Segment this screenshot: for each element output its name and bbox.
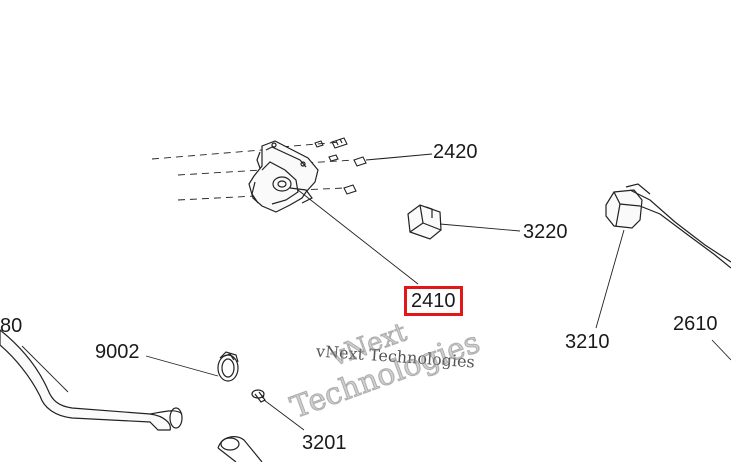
callout-2610: 2610 <box>673 313 718 335</box>
callout-9002: 9002 <box>95 341 140 363</box>
callout-2410-highlighted[interactable]: 2410 <box>404 286 463 316</box>
screw-3201 <box>251 389 266 403</box>
callout-3201: 3201 <box>302 432 347 454</box>
callout-3210: 3210 <box>565 331 610 353</box>
callout-edge-80: 80 <box>0 315 23 337</box>
callout-2420: 2420 <box>433 141 478 163</box>
lever-3210 <box>605 183 731 269</box>
pipe-lower <box>217 436 263 463</box>
screws-2420 <box>314 137 433 195</box>
callout-3220: 3220 <box>523 221 568 243</box>
hose-left <box>0 329 183 431</box>
block-3220 <box>407 204 442 240</box>
bracket-2410 <box>248 140 319 213</box>
clamp-9002 <box>217 351 239 382</box>
